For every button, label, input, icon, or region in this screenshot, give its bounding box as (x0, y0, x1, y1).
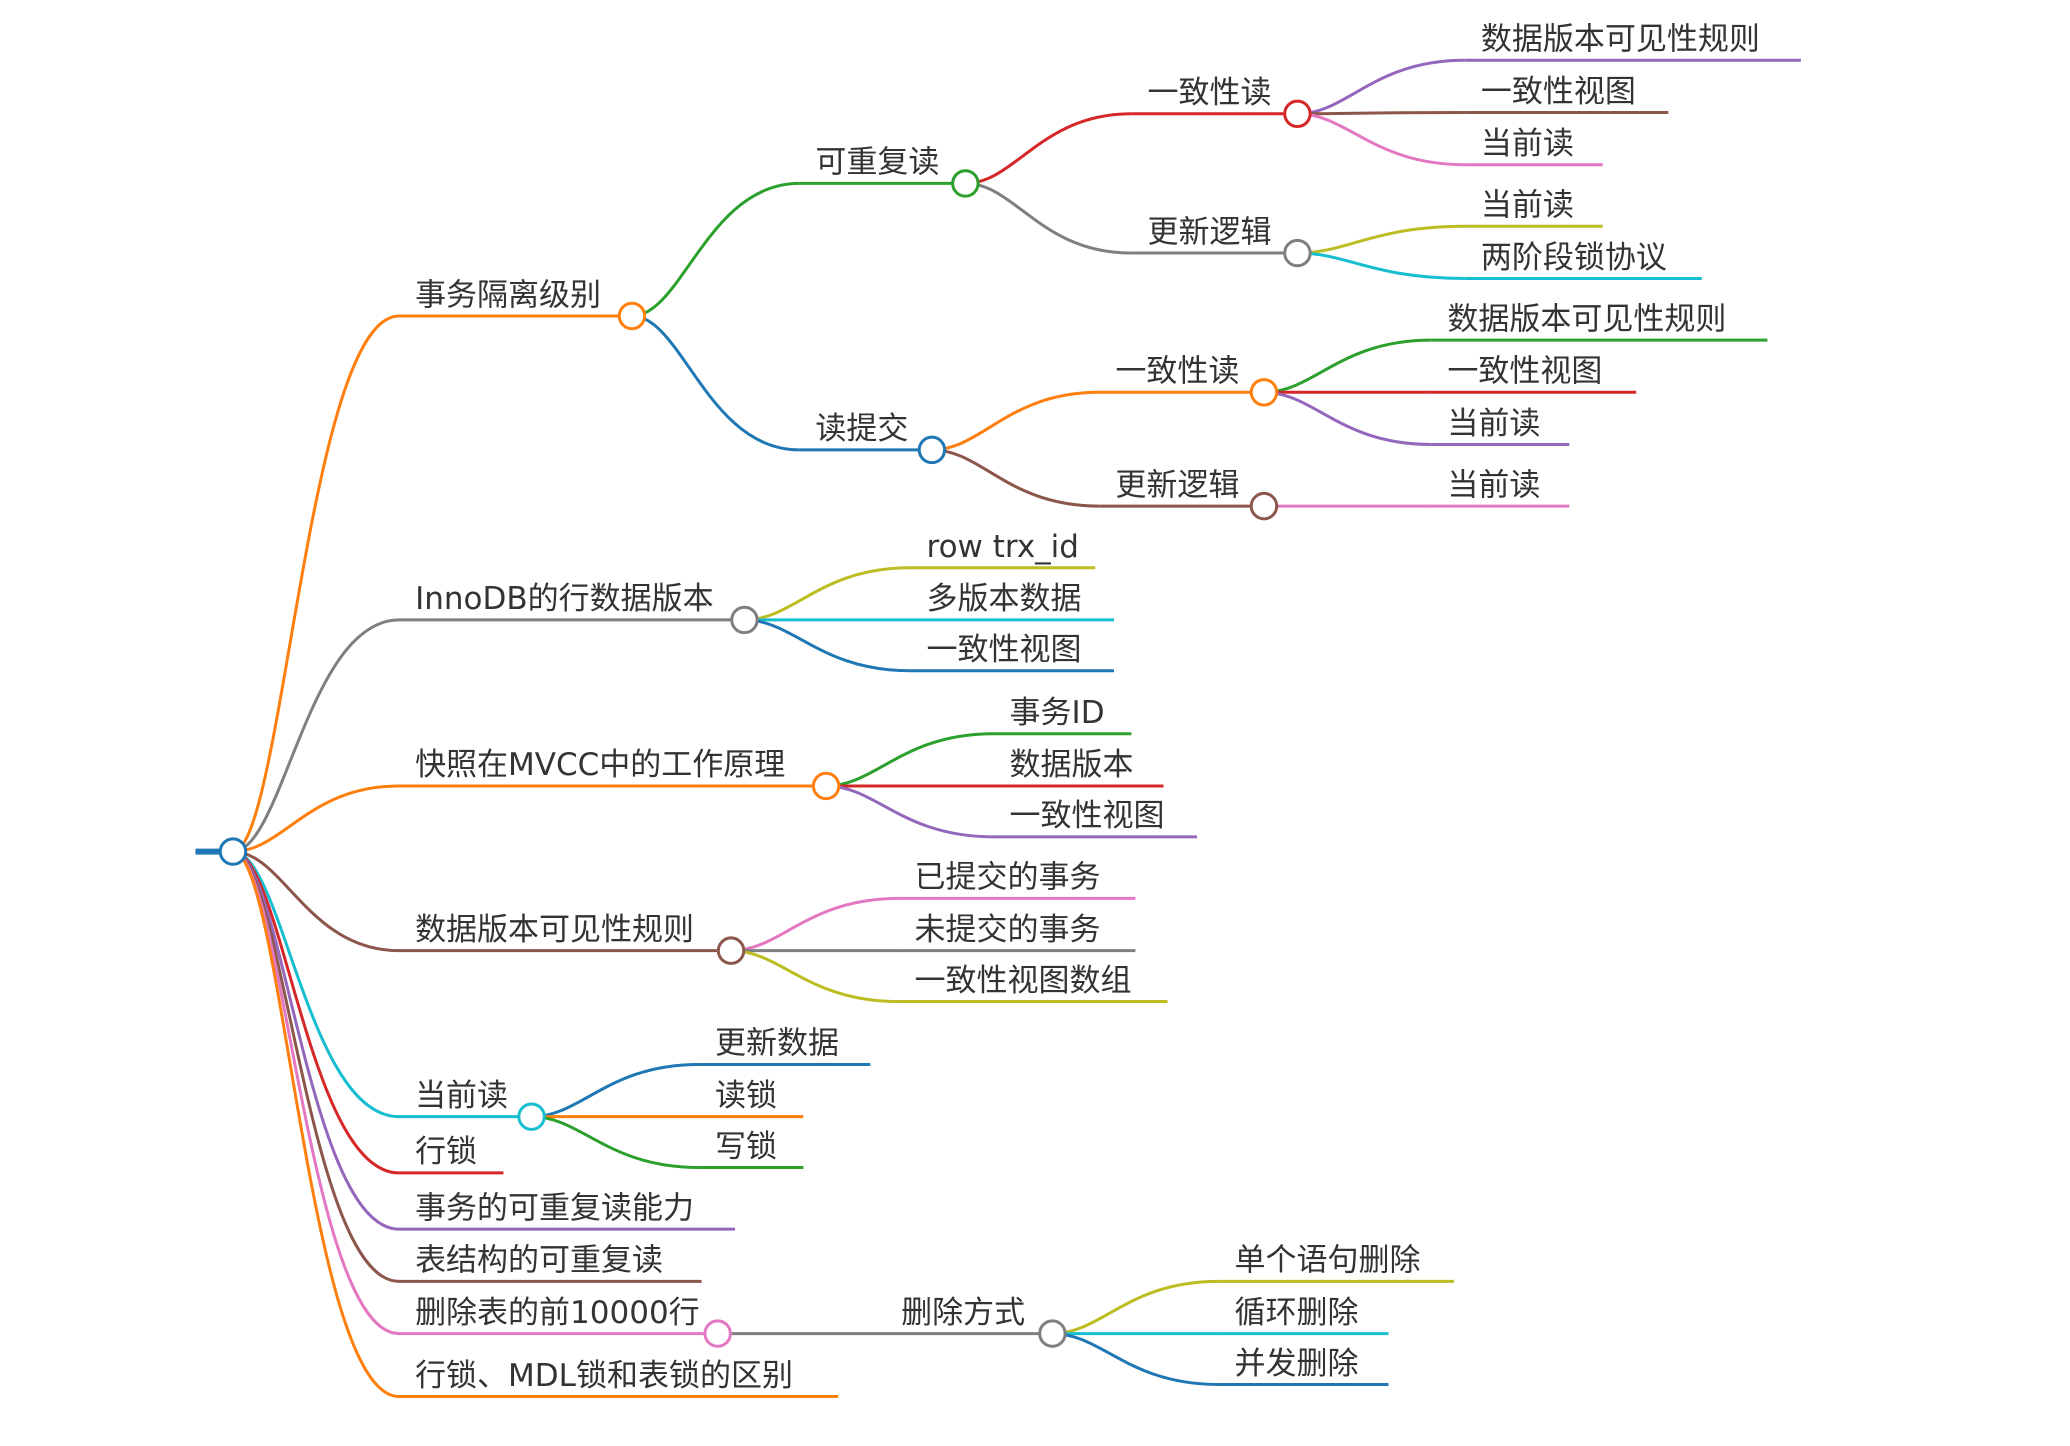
collapse-toggle[interactable] (917, 435, 947, 465)
collapse-toggle[interactable] (1283, 99, 1312, 129)
node-label[interactable]: 可重复读 (815, 145, 939, 181)
mind-map-toggles (218, 99, 1312, 1348)
node-label[interactable]: 事务ID (1010, 695, 1105, 731)
collapse-toggle[interactable] (517, 1102, 546, 1131)
edge-n1a2b (1297, 251, 1465, 280)
node-label[interactable]: 快照在MVCC中的工作原理 (415, 747, 785, 783)
collapse-toggle[interactable] (1249, 378, 1279, 407)
node-label[interactable]: 行锁 (415, 1134, 477, 1170)
node-label[interactable]: 未提交的事务 (914, 912, 1100, 948)
edge-n2c (744, 618, 911, 673)
edge-n1b1c (1263, 390, 1432, 447)
edge-n1b1a (1263, 338, 1432, 394)
node-label[interactable]: 一致性视图 (927, 632, 1082, 668)
node-label[interactable]: 写锁 (715, 1129, 777, 1165)
edge-n1a1a (1297, 58, 1465, 116)
edge-n9a1 (1052, 1279, 1219, 1336)
node-label[interactable]: 一致性视图 (1447, 354, 1602, 390)
node-label[interactable]: 读提交 (815, 411, 908, 447)
node-label[interactable]: 并发删除 (1235, 1346, 1359, 1382)
node-label[interactable]: 已提交的事务 (914, 860, 1100, 896)
edge-n1b2 (931, 448, 1100, 508)
collapse-toggle[interactable] (703, 1319, 732, 1348)
node-label[interactable]: 更新逻辑 (1115, 467, 1239, 503)
collapse-toggle[interactable] (951, 169, 980, 198)
collapse-toggle[interactable] (1283, 238, 1312, 268)
edge-n3 (232, 784, 400, 854)
node-label[interactable]: 删除表的前10000行 (415, 1295, 700, 1331)
edge-n3c (826, 784, 994, 839)
node-label[interactable]: 读锁 (715, 1078, 777, 1114)
collapse-toggle[interactable] (1038, 1319, 1067, 1348)
node-label[interactable]: 数据版本可见性规则 (1481, 22, 1760, 58)
edge-n10 (232, 850, 400, 1399)
edge-n1a2a (1297, 224, 1465, 255)
node-label[interactable]: 一致性视图数组 (914, 963, 1131, 999)
edge-n1a1c (1297, 112, 1465, 167)
edge-n1 (232, 314, 400, 854)
node-label[interactable]: InnoDB的行数据版本 (415, 581, 714, 617)
node-label[interactable]: 当前读 (1481, 188, 1574, 224)
edge-n9a3 (1052, 1332, 1219, 1386)
node-label[interactable]: 事务隔离级别 (415, 277, 601, 313)
node-label[interactable]: 行锁、MDL锁和表锁的区别 (415, 1358, 793, 1394)
node-label[interactable]: 两阶段锁协议 (1481, 240, 1667, 276)
edge-n4a (731, 896, 899, 953)
node-label[interactable]: row trx_id (927, 529, 1079, 565)
node-label[interactable]: 单个语句删除 (1235, 1243, 1421, 1279)
edge-n4 (232, 850, 400, 953)
collapse-toggle[interactable] (716, 936, 746, 965)
mind-map-underlines (399, 58, 1801, 1399)
mind-map-edges (195, 58, 1465, 1399)
node-label[interactable]: 一致性读 (1115, 354, 1239, 390)
node-label[interactable]: 一致性读 (1147, 75, 1271, 111)
node-label[interactable]: 表结构的可重复读 (415, 1243, 663, 1279)
node-label[interactable]: 删除方式 (901, 1295, 1025, 1331)
node-label[interactable]: 一致性视图 (1481, 74, 1636, 110)
node-label[interactable]: 事务的可重复读能力 (415, 1190, 694, 1226)
node-label[interactable]: 一致性视图 (1010, 798, 1165, 834)
node-label[interactable]: 循环删除 (1235, 1295, 1359, 1331)
edge-n9 (232, 850, 400, 1336)
node-label[interactable]: 数据版本 (1010, 747, 1134, 783)
collapse-toggle[interactable] (811, 771, 841, 801)
root-node[interactable] (218, 837, 248, 866)
edge-n2 (232, 618, 400, 854)
edge-n2a (744, 566, 911, 622)
edge-n4c (731, 949, 899, 1004)
collapse-toggle[interactable] (617, 301, 647, 331)
edge-n5c (531, 1115, 699, 1170)
node-label[interactable]: 当前读 (1447, 406, 1540, 442)
node-label[interactable]: 数据版本可见性规则 (415, 912, 694, 948)
edge-n1a1b (1297, 110, 1465, 116)
node-label[interactable]: 当前读 (1447, 467, 1540, 503)
edge-n1a (631, 181, 800, 318)
node-label[interactable]: 更新逻辑 (1147, 214, 1271, 250)
mind-map-labels: 事务隔离级别可重复读一致性读数据版本可见性规则一致性视图当前读更新逻辑当前读两阶… (415, 22, 1760, 1394)
collapse-toggle[interactable] (730, 605, 759, 635)
node-label[interactable]: 当前读 (415, 1078, 508, 1114)
edge-n1a2 (965, 181, 1132, 255)
node-label[interactable]: 多版本数据 (927, 581, 1082, 617)
edge-n3a (826, 732, 994, 788)
node-label[interactable]: 数据版本可见性规则 (1447, 301, 1726, 337)
node-label[interactable]: 当前读 (1481, 126, 1574, 162)
edge-n5a (531, 1062, 699, 1119)
edge-n1a1 (965, 112, 1132, 185)
node-label[interactable]: 更新数据 (715, 1026, 839, 1062)
edge-n1b1 (931, 390, 1100, 452)
edge-n1b (631, 314, 800, 452)
collapse-toggle[interactable] (1249, 491, 1279, 521)
